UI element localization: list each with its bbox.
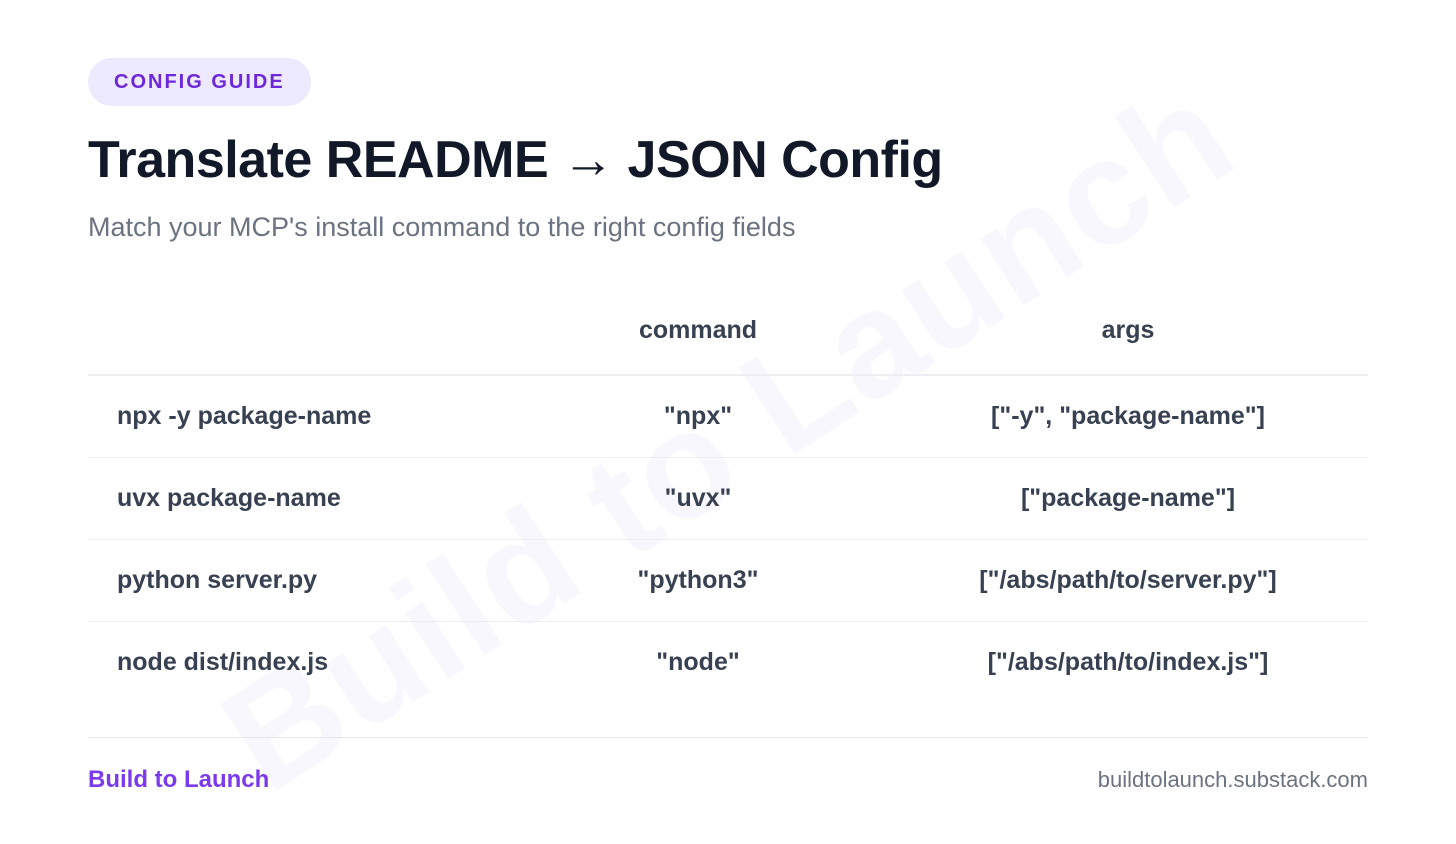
command-value: "uvx" — [664, 484, 732, 512]
install-command: node dist/index.js — [117, 648, 329, 676]
args-value: ["/abs/path/to/server.py"] — [979, 566, 1277, 594]
footer-brand: Build to Launch — [88, 766, 270, 793]
table-row: uvx package-name "uvx" ["package-name"] — [88, 458, 1368, 540]
table-row: npx -y package-name "npx" ["-y", "packag… — [88, 376, 1368, 458]
config-table: command args npx -y package-name "npx" [… — [88, 286, 1368, 703]
category-badge: CONFIG GUIDE — [88, 58, 311, 106]
footer-site-url: buildtolaunch.substack.com — [1097, 767, 1368, 792]
install-command: uvx package-name — [117, 484, 341, 512]
args-value: ["/abs/path/to/index.js"] — [987, 648, 1269, 676]
args-value: ["-y", "package-name"] — [991, 402, 1265, 430]
page-subtitle: Match your MCP's install command to the … — [88, 212, 796, 242]
table-header: command args — [88, 286, 1368, 376]
command-value: "npx" — [663, 402, 733, 430]
header-args: args — [1101, 315, 1155, 344]
args-value: ["package-name"] — [1020, 484, 1236, 512]
table-row: node dist/index.js "node" ["/abs/path/to… — [88, 622, 1368, 703]
table-row: python server.py "python3" ["/abs/path/t… — [88, 540, 1368, 622]
command-value: "node" — [656, 648, 740, 676]
header-command: command — [638, 315, 758, 344]
footer-divider — [88, 737, 1368, 738]
page-title: Translate README → JSON Config — [88, 131, 943, 189]
install-command: npx -y package-name — [117, 402, 372, 430]
command-value: "python3" — [637, 566, 759, 594]
install-command: python server.py — [117, 566, 318, 594]
